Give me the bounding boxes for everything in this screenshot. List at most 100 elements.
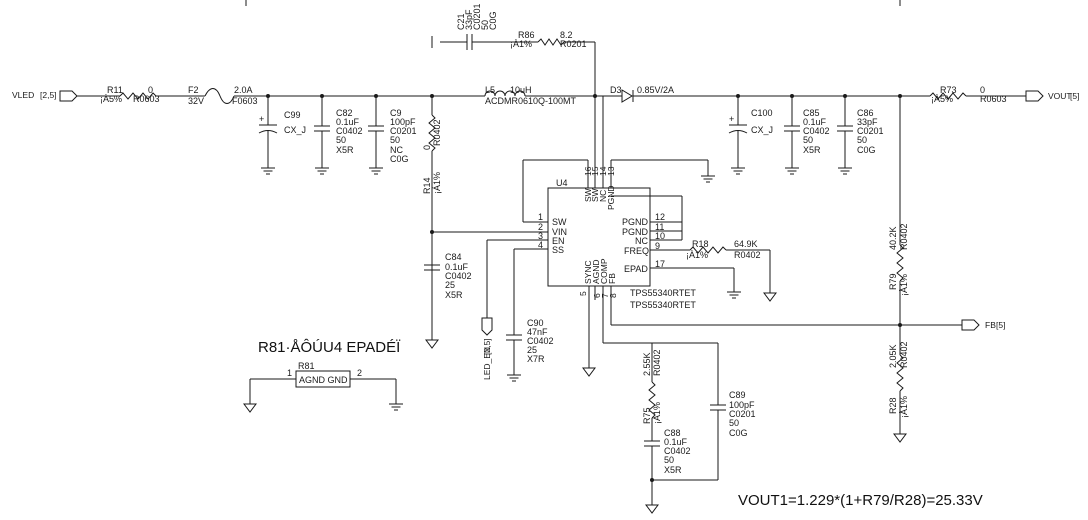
c89-ref: C89 (729, 390, 746, 400)
d3-value: 0.85V/2A (637, 85, 674, 95)
r75-resistor[interactable]: 2.55K R0402 R75 ¡À1% (642, 349, 662, 441)
ground-icon (726, 291, 742, 299)
r79-resistor[interactable]: 40.2K R0402 R79 ¡À1% (888, 96, 909, 355)
c86-diel: C0G (857, 145, 876, 155)
c86-capacitor[interactable]: C86 33pF C0201 50 C0G (837, 96, 884, 175)
vout-formula: VOUT1=1.229*(1+R79/R28)=25.33V (738, 492, 983, 509)
f2-fuse[interactable]: F2 32V 2.0A F0603 (188, 85, 258, 106)
c88-value: 0.1uF (664, 437, 688, 447)
resistor-zigzag-icon (119, 92, 157, 100)
c86-volt: 50 (857, 135, 867, 145)
r79-pkg: R0402 (899, 223, 909, 250)
c21-capacitor[interactable]: C21 33pF C0201 50 C0G (431, 3, 508, 50)
r81-net-tie[interactable]: R81 AGND GND 1 2 (249, 361, 397, 404)
r73-pkg: R0603 (980, 94, 1007, 104)
svg-text:FREQ: FREQ (624, 246, 649, 256)
led-en-net-ref: [2,5] (482, 338, 492, 355)
svg-text:17: 17 (655, 259, 665, 269)
c90-capacitor[interactable]: C90 47nF C0402 25 X7R (506, 249, 554, 382)
svg-text:PGND: PGND (622, 227, 649, 237)
r18-pkg: R0402 (734, 250, 761, 260)
svg-text:12: 12 (655, 212, 665, 222)
c85-diel: X5R (803, 145, 821, 155)
r18-ref: R18 (692, 239, 709, 249)
u4-ic[interactable]: U4 TPS55340RTET TPS55340RTET 1 SW 2 VIN … (432, 165, 734, 368)
c9-ref: C9 (390, 108, 402, 118)
svg-text:2: 2 (538, 222, 543, 232)
f2-volt: 32V (188, 96, 204, 106)
svg-text:5: 5 (578, 291, 588, 296)
r14-pkg: R0402 (432, 119, 442, 146)
l5-inductor[interactable]: L5 10uH ACDMR0610Q-100MT (484, 85, 577, 106)
c21-value: 33pF (464, 9, 474, 30)
c89-value: 100pF (729, 400, 755, 410)
r75-value: 2.55K (642, 352, 652, 376)
vled-net-label: VLED (12, 90, 34, 100)
c9-diel: C0G (390, 154, 409, 164)
r86-pkg: R0201 (560, 39, 587, 49)
c9-volt: 50 (390, 135, 400, 145)
vout-net-label: VOUT (1048, 91, 1072, 101)
c100-capacitor[interactable]: + C100 CX_J (728, 96, 773, 175)
c99-capacitor[interactable]: + C99 CX_J (258, 96, 306, 175)
vout-port[interactable]: VOUT [5] (1025, 90, 1079, 102)
c9-capacitor[interactable]: C9 100pF C0201 50 C0G NC (368, 96, 417, 175)
led-en-port-arrow-icon (481, 317, 493, 336)
c82-ref: C82 (336, 108, 353, 118)
c89-pkg: C0201 (729, 409, 756, 419)
c82-capacitor[interactable]: C82 0.1uF C0402 50 X5R (314, 96, 363, 175)
svg-text:NC: NC (598, 190, 608, 202)
svg-text:4: 4 (538, 240, 543, 250)
ground-icon (368, 167, 384, 175)
r11-resistor[interactable]: R11 0 ¡À5% R0603 (100, 85, 160, 104)
r75-pkg: R0402 (652, 349, 662, 376)
c100-ref: C100 (751, 108, 773, 118)
fb-port[interactable]: FB [5] (961, 319, 1005, 331)
r14-resistor[interactable]: R14 0 ¡À1% R0402 (422, 96, 442, 340)
c21-ref: C21 (456, 13, 466, 30)
c85-capacitor[interactable]: C85 0.1uF C0402 50 X5R (784, 96, 830, 175)
vled-port[interactable]: VLED [2,5] (12, 90, 78, 102)
ground-icon (730, 167, 746, 175)
fb-net-ref: [5] (996, 320, 1005, 330)
c86-pkg: C0201 (857, 126, 884, 136)
svg-text:VIN: VIN (552, 227, 567, 237)
c88-pkg: C0402 (664, 446, 691, 456)
c90-ref: C90 (527, 318, 544, 328)
c88-ref: C88 (664, 428, 681, 438)
diode-icon (621, 89, 633, 103)
c82-volt: 50 (336, 135, 346, 145)
svg-text:EPAD: EPAD (624, 264, 648, 274)
resistor-zigzag-icon (896, 354, 904, 392)
led-en-port[interactable]: LED_EN [2,5] (481, 240, 493, 380)
c89-capacitor[interactable]: C89 100pF C0201 50 C0G (652, 390, 756, 481)
c88-capacitor[interactable]: C88 0.1uF C0402 50 X5R (644, 428, 691, 505)
ground-icon (260, 167, 276, 175)
svg-text:EN: EN (552, 236, 565, 246)
ground-icon (314, 167, 330, 175)
c84-capacitor[interactable]: C84 0.1uF C0402 25 X5R (424, 232, 472, 300)
d3-diode[interactable]: D3 0.85V/2A (610, 85, 674, 103)
r73-resistor[interactable]: R73 0 ¡À5% R0603 (929, 85, 1007, 104)
resistor-zigzag-icon (428, 114, 436, 152)
svg-text:6: 6 (592, 293, 602, 298)
c84-value: 0.1uF (445, 262, 469, 272)
c9-extra: NC (390, 145, 403, 155)
resistor-zigzag-icon (537, 38, 565, 46)
r18-resistor[interactable]: R18 64.9K ¡À1% R0402 (686, 239, 771, 293)
c85-pkg: C0402 (803, 126, 830, 136)
c84-ref: C84 (445, 252, 462, 262)
ground-icon (582, 367, 596, 377)
svg-text:13: 13 (606, 166, 616, 176)
svg-text:SW: SW (552, 217, 567, 227)
resistor-zigzag-icon (929, 92, 967, 100)
r28-resistor[interactable]: 2.05K R0402 R28 ¡À1% (888, 341, 909, 434)
c99-polarity: + (259, 114, 264, 124)
r18-value: 64.9K (734, 239, 758, 249)
c90-volt: 25 (527, 345, 537, 355)
svg-text:7: 7 (600, 293, 610, 298)
r81-pin2: 2 (357, 368, 362, 378)
vout-net-ref: [5] (1070, 91, 1079, 101)
l5-part: ACDMR0610Q-100MT (485, 96, 577, 106)
